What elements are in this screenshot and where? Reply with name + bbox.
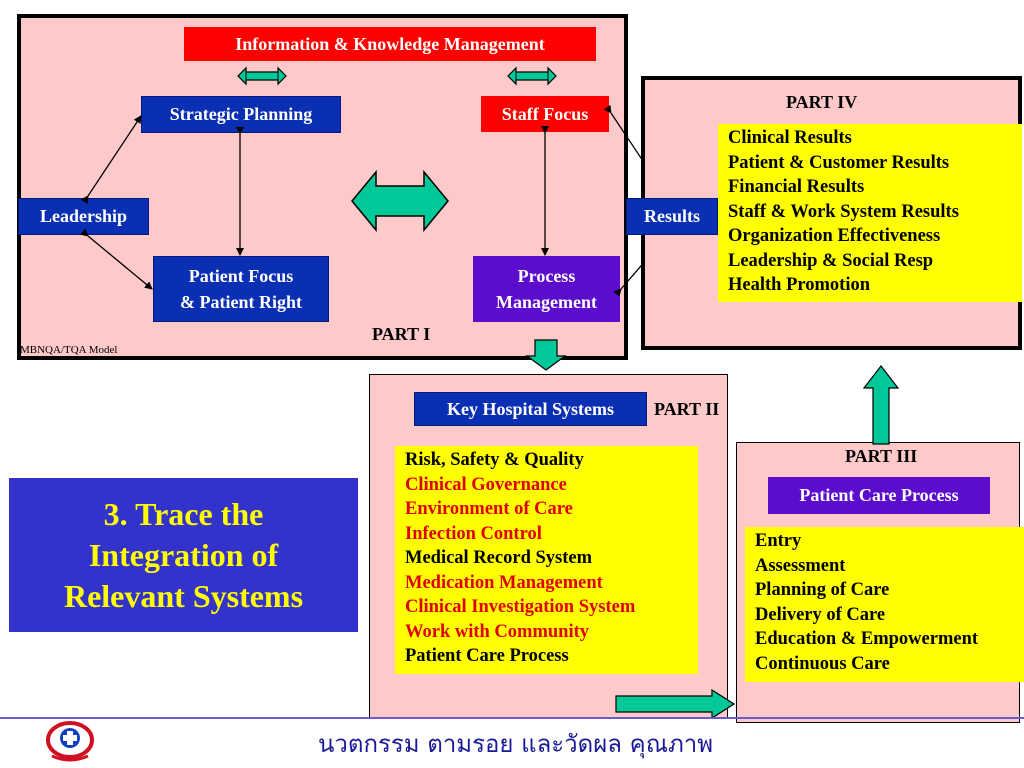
patient-focus-line2: & Patient Right xyxy=(180,292,302,312)
list-item: Medication Management xyxy=(405,572,603,593)
results-label: Results xyxy=(643,206,700,226)
list-item: Organization Effectiveness xyxy=(728,226,941,246)
results-box: Results xyxy=(626,198,718,235)
patient-focus-box: Patient Focus & Patient Right xyxy=(153,256,329,322)
list-item: Work with Community xyxy=(405,621,589,642)
strategic-planning-box: Strategic Planning xyxy=(141,96,341,133)
list-item: Assessment xyxy=(755,555,846,576)
info-link-arrow-right-icon xyxy=(507,66,557,86)
patient-care-process-label: Patient Care Process xyxy=(799,485,959,505)
part4-results-list: Clinical Results Patient & Customer Resu… xyxy=(718,124,1022,302)
headline-line2: Integration of xyxy=(88,536,279,573)
part4-label: PART IV xyxy=(786,92,858,112)
list-item: Clinical Results xyxy=(728,128,852,148)
list-item: Health Promotion xyxy=(728,275,870,295)
process-mgmt-line1: Process xyxy=(517,266,576,286)
list-item: Medical Record System xyxy=(405,548,593,568)
list-item: Entry xyxy=(755,531,802,551)
list-item: Education & Empowerment xyxy=(755,629,979,649)
down-arrow-icon xyxy=(525,339,567,371)
info-knowledge-mgmt-box: Information & Knowledge Management xyxy=(184,27,596,61)
list-item: Planning of Care xyxy=(755,580,890,600)
staff-focus-label: Staff Focus xyxy=(501,103,589,124)
hospital-logo-icon xyxy=(46,721,94,762)
list-item: Patient & Customer Results xyxy=(728,152,950,173)
list-item: Leadership & Social Resp xyxy=(728,250,934,271)
part2-label: PART II xyxy=(654,399,720,419)
patient-care-process-box: Patient Care Process xyxy=(768,477,990,514)
list-item: Staff & Work System Results xyxy=(728,201,959,222)
info-link-arrow-left-icon xyxy=(237,66,287,86)
list-item: Risk, Safety & Quality xyxy=(405,450,584,470)
part3-label: PART III xyxy=(845,446,918,466)
list-item: Delivery of Care xyxy=(755,604,886,625)
process-mgmt-box: Process Management xyxy=(473,256,620,322)
info-knowledge-mgmt-label: Information & Knowledge Management xyxy=(235,33,545,54)
process-mgmt-line2: Management xyxy=(496,292,597,312)
list-item: Infection Control xyxy=(405,523,542,544)
list-item: Patient Care Process xyxy=(405,646,569,666)
right-arrow-icon xyxy=(615,688,736,720)
list-item: Clinical Investigation System xyxy=(405,597,636,617)
key-hospital-systems-label: Key Hospital Systems xyxy=(446,398,614,419)
headline-line3: Relevant Systems xyxy=(63,577,304,614)
headline-box: 3. Trace the Integration of Relevant Sys… xyxy=(9,478,358,632)
footer-divider xyxy=(0,717,1024,719)
up-arrow-icon xyxy=(862,365,900,445)
list-item: Continuous Care xyxy=(755,653,890,674)
list-item: Environment of Care xyxy=(405,499,573,519)
strategic-planning-label: Strategic Planning xyxy=(169,104,313,124)
part3-process-list: Entry Assessment Planning of Care Delive… xyxy=(745,527,1024,682)
footer-slogan: นวตกรรม ตามรอย และวัดผล คุณภาพ xyxy=(318,730,714,758)
headline-line1: 3. Trace the xyxy=(103,495,264,532)
patient-focus-line1: Patient Focus xyxy=(188,266,294,286)
leadership-label: Leadership xyxy=(39,206,127,226)
key-hospital-systems-box: Key Hospital Systems xyxy=(414,392,647,426)
part1-label: PART I xyxy=(372,324,431,344)
list-item: Clinical Governance xyxy=(405,474,567,495)
model-label: MBNQA/TQA Model xyxy=(20,344,118,356)
center-double-arrow-icon xyxy=(351,169,449,233)
list-item: Financial Results xyxy=(728,177,865,197)
